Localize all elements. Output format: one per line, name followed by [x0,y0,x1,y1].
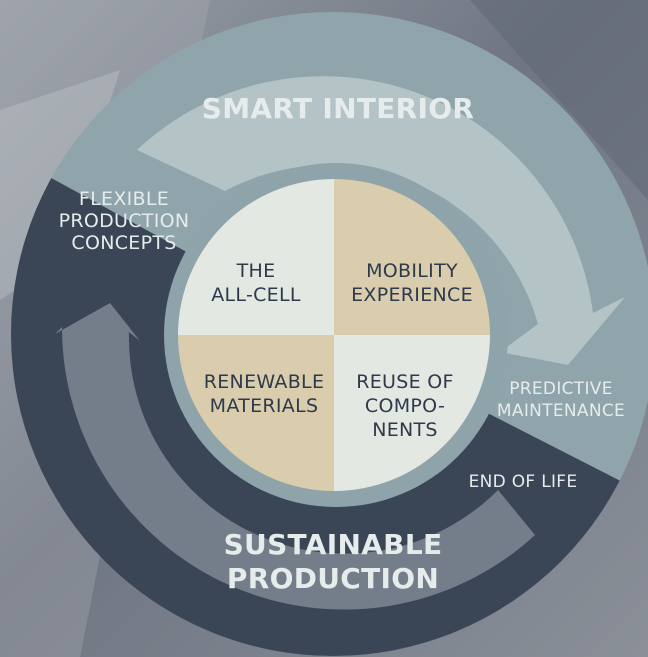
quadrant-mobility-experience-label: MOBILITY EXPERIENCE [351,260,473,306]
smart-interior-label: SMART INTERIOR [201,92,475,125]
quadrant-all-cell-label: THE ALL-CELL [211,260,301,306]
end-of-life-label: END OF LIFE [468,472,578,492]
quadrant-circle [178,179,490,491]
quadrant-reuse-of-components-label: REUSE OF COMPO- NENTS [356,371,454,441]
flexible-production-concepts-label: FLEXIBLE PRODUCTION CONCEPTS [58,188,190,254]
quadrant-bottom-left [178,335,334,491]
predictive-maintenance-label: PREDICTIVE MAINTENANCE [496,379,626,421]
sustainable-production-arrow [55,303,535,610]
quadrant-bottom-right [334,335,490,491]
quadrant-top-left [178,179,334,335]
quadrant-top-right [334,179,490,335]
smart-interior-arrow [137,76,625,365]
sustainable-production-label: SUSTAINABLE PRODUCTION [223,528,443,595]
quadrant-renewable-materials-label: RENEWABLE MATERIALS [203,371,325,417]
